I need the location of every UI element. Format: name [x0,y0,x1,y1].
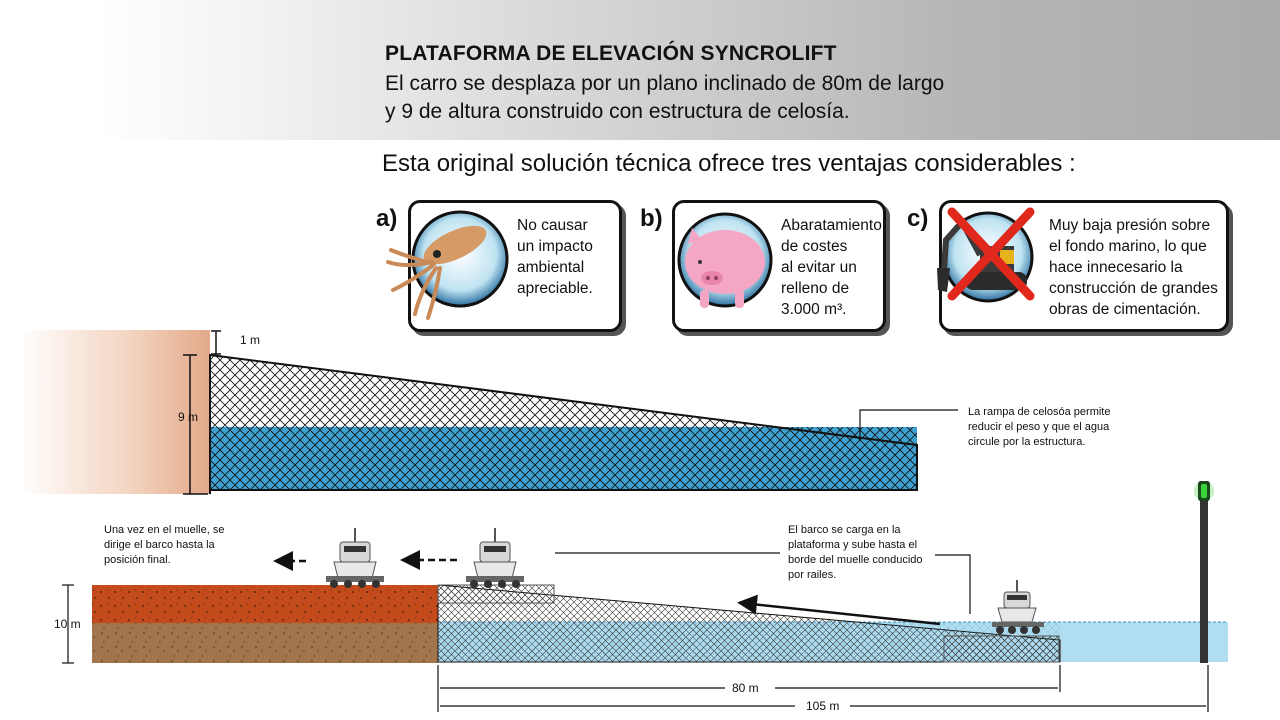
advantage-a-letter: a) [376,205,398,232]
boat-quay-edge [466,528,524,588]
advantage-c-letter: c) [907,205,929,232]
dimension-markers-upper [183,330,221,495]
dim-80m-label: 80 m [732,681,759,695]
dim-9m-label: 9 m [178,410,199,424]
lower-lattice-ramp [437,584,1061,663]
boat-final-position [326,528,384,588]
motion-arrows [273,550,941,626]
dim-10m-label: 10 m [54,617,81,631]
page-subtitle: El carro se desplaza por un plano inclin… [385,72,945,123]
advantage-b-letter: b) [640,205,663,232]
dim-1m-label: 1 m [240,333,261,347]
dim-105m-label: 105 m [806,699,840,713]
intro-text: Esta original solución técnica ofrece tr… [382,150,1076,177]
bottom-dimensions [437,665,1209,712]
ramp-callout-line [859,409,958,440]
upper-lattice-ramp [209,353,918,494]
piggy-bank-icon [677,212,773,308]
quay-soil [92,585,438,663]
boat-callout-line [935,554,971,614]
quay-dimension [62,584,74,664]
header-banner [0,0,1280,140]
shore-cliff [20,330,210,494]
page-title: PLATAFORMA DE ELEVACIÓN SYNCROLIFT [385,42,837,65]
squid-icon [386,210,509,320]
boat-loading [992,580,1044,634]
beacon-light [1194,481,1214,663]
crossed-excavator-icon [937,207,1035,303]
